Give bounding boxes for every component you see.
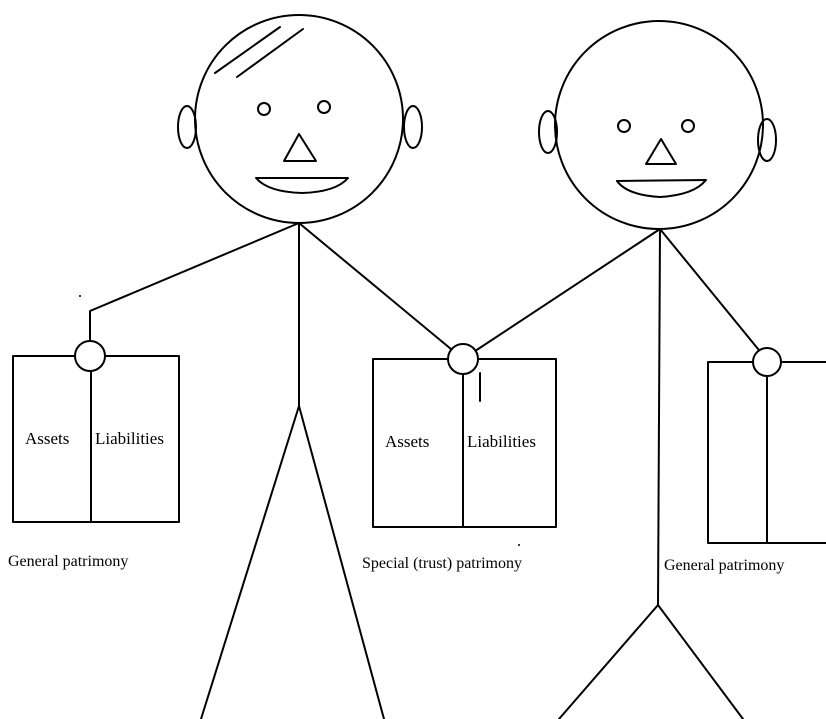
right-stick-figure xyxy=(462,20,777,719)
left-ledger-caption: General patrimony xyxy=(8,553,128,570)
right-ledger-handle xyxy=(752,347,782,377)
left-eye xyxy=(617,119,631,133)
mouth xyxy=(255,177,349,194)
left-head xyxy=(194,14,404,224)
left-figure-leg xyxy=(200,405,300,719)
right-figure-body xyxy=(657,228,661,606)
right-ear xyxy=(757,118,777,162)
left-stick-figure xyxy=(89,14,464,719)
left-eye xyxy=(257,102,271,116)
right-figure-leg xyxy=(558,604,659,719)
left-hair-stroke xyxy=(214,26,281,74)
left-ledger-handle xyxy=(74,340,106,372)
middle-ledger-handle xyxy=(447,343,479,375)
left-ear xyxy=(538,110,558,154)
left-ear xyxy=(177,105,197,149)
left-figure-arm-to-trust xyxy=(298,222,464,360)
right-eye xyxy=(681,119,695,133)
middle-ledger-liabilities-label: Liabilities xyxy=(467,432,536,451)
left-ledger-liabilities-label: Liabilities xyxy=(95,429,164,448)
scan-speck xyxy=(79,295,81,297)
right-figure-arm-to-general xyxy=(659,228,768,361)
left-ledger-assets-label: Assets xyxy=(25,429,69,448)
right-ledger-caption: General patrimony xyxy=(664,557,784,574)
right-ear xyxy=(403,105,423,149)
right-eye xyxy=(317,100,331,114)
mouth xyxy=(616,179,707,198)
middle-ledger-caption: Special (trust) patrimony xyxy=(362,555,522,572)
left-hair-stroke xyxy=(236,28,304,78)
left-ledger: Assets Liabilities General patrimony xyxy=(8,340,180,570)
left-figure-arm-to-general xyxy=(89,222,300,342)
nose xyxy=(645,138,677,165)
scan-speck xyxy=(518,544,520,546)
right-figure-leg xyxy=(657,604,744,719)
right-figure-arm-to-trust xyxy=(462,228,661,360)
middle-ledger-assets-label: Assets xyxy=(385,432,429,451)
middle-ledger: Assets Liabilities Special (trust) patri… xyxy=(362,343,557,572)
nose xyxy=(283,133,317,162)
left-figure-leg xyxy=(298,405,385,719)
right-ledger: General patrimony xyxy=(664,347,826,574)
